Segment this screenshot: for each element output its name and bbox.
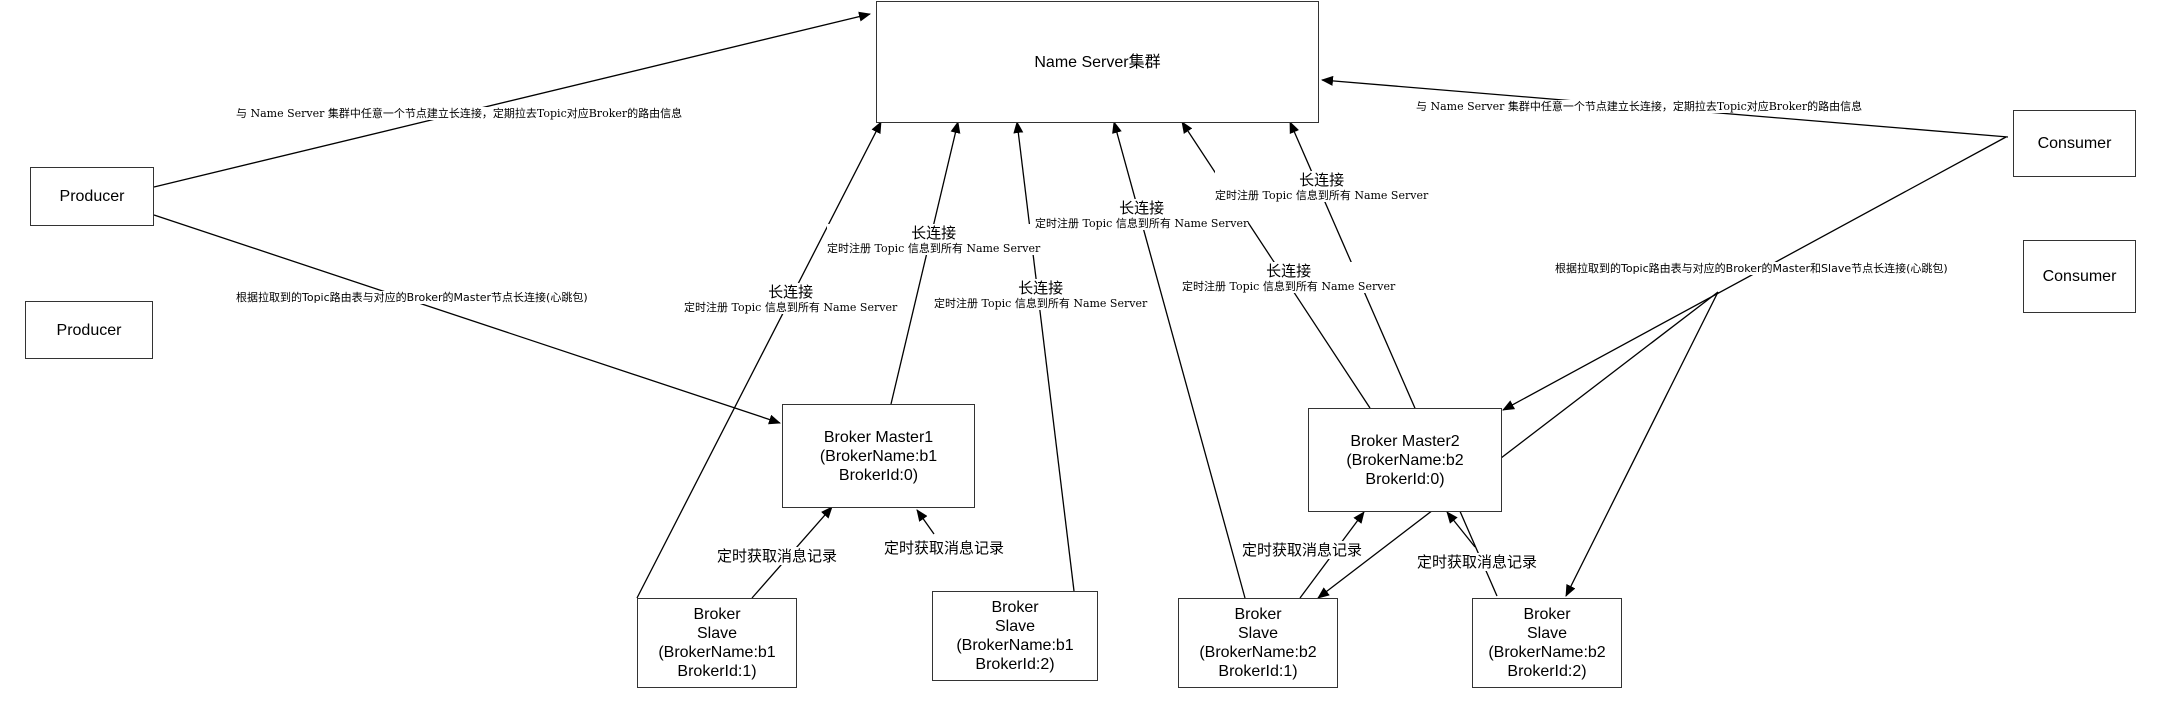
arrow-slave-b1-2-to-master1 (916, 509, 935, 535)
long-conn-text: 长连接 (768, 283, 814, 301)
broker-slave-b1-1: Broker Slave (BrokerName:b1 BrokerId:1) (637, 598, 797, 688)
arrow-master1-to-nameserver (890, 121, 961, 405)
consumer-node-2: Consumer (2023, 240, 2136, 313)
label-long-conn-slave-b2-1: 长连接 定时注册 Topic 信息到所有 Name Server (1035, 199, 1249, 231)
label-long-conn-slave-b2-2: 长连接 定时注册 Topic 信息到所有 Name Server (1215, 171, 1429, 203)
long-conn-text: 长连接 (1266, 262, 1312, 280)
producer-node-2-label: Producer (56, 321, 122, 339)
producer-node-1-label: Producer (59, 188, 125, 205)
arrow-slave-b1-1-to-nameserver (636, 121, 882, 599)
consumer-node-2-label: Consumer (2042, 268, 2117, 285)
arrow-consumer-to-slave-b2-2 (1565, 291, 1719, 597)
long-conn-text: 长连接 (1018, 279, 1064, 297)
broker-slave-b2-1-label: Broker Slave (BrokerName:b2 BrokerId:1) (1199, 606, 1317, 680)
arrow-producer-to-nameserver (153, 11, 871, 188)
label-long-conn-slave-b1-2: 长连接 定时注册 Topic 信息到所有 Name Server (934, 279, 1148, 311)
broker-slave-b2-2-label: Broker Slave (BrokerName:b2 BrokerId:2) (1488, 606, 1606, 680)
label-fetch-slave-b2-1: 定时获取消息记录 (1242, 541, 1363, 559)
label-consumer-to-brokers: 根据拉取到的Topic路由表与对应的Broker的Master和Slave节点长… (1555, 262, 1948, 276)
long-conn-text: 长连接 (911, 224, 957, 242)
label-producer-to-master: 根据拉取到的Topic路由表与对应的Broker的Master节点长连接(心跳包… (236, 291, 588, 305)
register-topic-text: 定时注册 Topic 信息到所有 Name Server (827, 242, 1041, 255)
label-producer-to-nameserver: 与 Name Server 集群中任意一个节点建立长连接，定期拉去Topic对应… (236, 107, 683, 121)
register-topic-text: 定时注册 Topic 信息到所有 Name Server (1035, 217, 1249, 230)
register-topic-text: 定时注册 Topic 信息到所有 Name Server (934, 297, 1148, 310)
broker-master1: Broker Master1 (BrokerName:b1 BrokerId:0… (782, 404, 975, 508)
label-fetch-slave-b1-2: 定时获取消息记录 (884, 539, 1005, 557)
broker-slave-b2-2: Broker Slave (BrokerName:b2 BrokerId:2) (1472, 598, 1622, 688)
label-long-conn-master1: 长连接 定时注册 Topic 信息到所有 Name Server (827, 224, 1041, 256)
broker-slave-b1-1-label: Broker Slave (BrokerName:b1 BrokerId:1) (658, 606, 776, 680)
broker-master2-label: Broker Master2 (BrokerName:b2 BrokerId:0… (1346, 432, 1464, 488)
label-long-conn-slave-b1-1: 长连接 定时注册 Topic 信息到所有 Name Server (684, 283, 898, 315)
broker-slave-b2-1: Broker Slave (BrokerName:b2 BrokerId:1) (1178, 598, 1338, 688)
arrow-producer-to-master1 (153, 214, 781, 425)
register-topic-text: 定时注册 Topic 信息到所有 Name Server (1215, 189, 1429, 202)
label-fetch-slave-b2-2: 定时获取消息记录 (1417, 553, 1538, 571)
register-topic-text: 定时注册 Topic 信息到所有 Name Server (1182, 280, 1396, 293)
broker-slave-b1-2: Broker Slave (BrokerName:b1 BrokerId:2) (932, 591, 1098, 681)
producer-node-1: Producer (30, 167, 154, 226)
arrow-consumer-to-slave-b2-1 (1317, 291, 1719, 599)
arrow-slave-b1-2-to-nameserver (1013, 121, 1075, 592)
register-topic-text: 定时注册 Topic 信息到所有 Name Server (684, 301, 898, 314)
arrow-slave-b2-2-to-master2 (1446, 511, 1476, 548)
long-conn-text: 长连接 (1299, 171, 1345, 189)
label-fetch-slave-b1-1: 定时获取消息记录 (717, 547, 838, 565)
producer-node-2: Producer (25, 301, 153, 359)
long-conn-text: 长连接 (1119, 199, 1165, 217)
label-long-conn-master2: 长连接 定时注册 Topic 信息到所有 Name Server (1182, 262, 1396, 294)
consumer-node-1: Consumer (2013, 110, 2136, 177)
broker-master1-label: Broker Master1 (BrokerName:b1 BrokerId:0… (819, 428, 938, 484)
broker-master2: Broker Master2 (BrokerName:b2 BrokerId:0… (1308, 408, 1502, 512)
name-server-cluster: Name Server集群 (876, 1, 1319, 123)
name-server-cluster-label: Name Server集群 (1034, 53, 1161, 71)
consumer-node-1-label: Consumer (2037, 135, 2112, 152)
label-consumer-to-nameserver: 与 Name Server 集群中任意一个节点建立长连接，定期拉去Topic对应… (1416, 100, 1863, 114)
broker-slave-b1-2-label: Broker Slave (BrokerName:b1 BrokerId:2) (956, 599, 1074, 673)
